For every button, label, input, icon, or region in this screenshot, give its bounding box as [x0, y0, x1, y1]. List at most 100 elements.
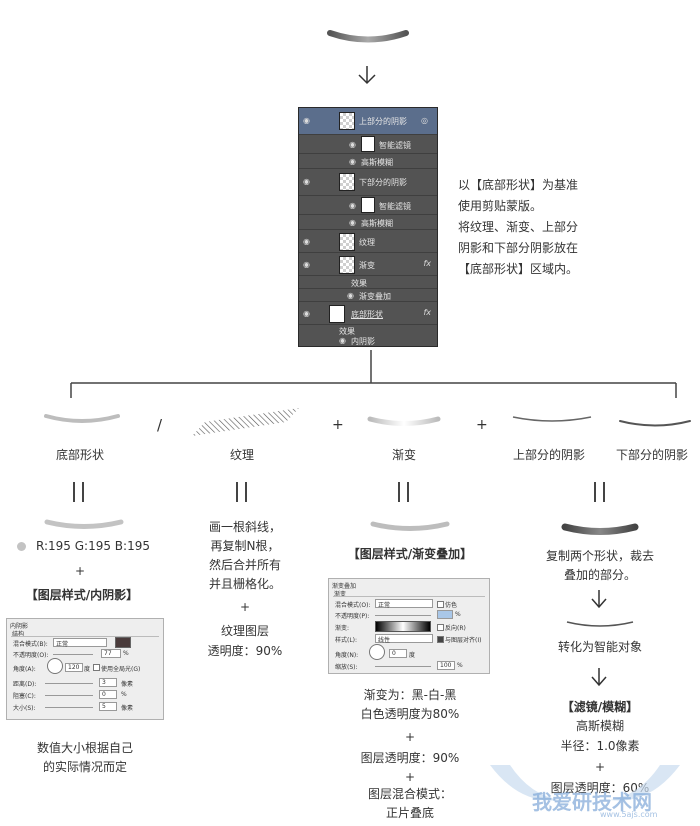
layer-name: 智能滤镜 — [379, 202, 411, 211]
gradient-preview[interactable] — [375, 621, 431, 632]
layer-row-lower-shadow[interactable]: ◉ 下部分的阴影 — [299, 169, 437, 196]
texture-layer-label: 纹理图层 — [220, 624, 269, 638]
watermark-url: www.5ajs.com — [600, 810, 658, 819]
px-unit: 像素 — [121, 705, 134, 712]
eye-icon[interactable]: ◉ — [303, 237, 310, 246]
eye-icon[interactable]: ◉ — [339, 336, 346, 345]
choke-input[interactable]: 0 — [99, 690, 117, 699]
tree-connector — [70, 350, 677, 398]
col3-shape — [370, 521, 450, 531]
blend-mode-value: 正常 — [56, 641, 69, 648]
align-label: 与图层对齐(I) — [445, 637, 482, 644]
shadow-layer-opacity: 图层透明度：60% — [550, 781, 650, 795]
step-line: 然后合并所有 — [208, 558, 281, 572]
distance-input[interactable]: 3 — [99, 678, 117, 687]
layer-row-upper-shadow[interactable]: ◉ 上部分的阴影 ◎ — [299, 108, 437, 135]
angle-input[interactable]: 120 — [65, 663, 83, 672]
blend-mode-select[interactable]: 正常 — [375, 599, 433, 609]
layer-row-effects: 效果 — [299, 276, 437, 289]
layer-row-smart-filter[interactable]: ◉ 智能滤镜 — [299, 196, 437, 215]
eye-icon[interactable]: ◉ — [303, 116, 310, 125]
plus-sign: + — [332, 417, 344, 433]
angle-value: 0 — [392, 650, 396, 657]
layer-thumbnail — [339, 112, 355, 130]
filter-blur-title: 【滤镜/模糊】 — [561, 700, 639, 714]
opacity-slider[interactable] — [53, 654, 93, 655]
section-title: 结构 — [12, 631, 25, 638]
size-input[interactable]: 5 — [99, 702, 117, 711]
plus-sign: + — [239, 600, 251, 614]
eye-icon[interactable]: ◉ — [349, 140, 356, 149]
fx-icon[interactable]: fx — [423, 308, 431, 317]
layer-row-gradient-overlay[interactable]: ◉ 渐变叠加 — [299, 289, 437, 302]
equals-bar — [82, 482, 84, 502]
angle-input[interactable]: 0 — [389, 649, 407, 658]
blend-mode-value: 正常 — [378, 602, 391, 609]
blend-mode-label: 混合模式(B): — [13, 641, 48, 648]
layers-panel: ◉ 上部分的阴影 ◎ ◉ 智能滤镜 ◉ 高斯模糊 ◉ 下部分的阴影 ◉ 智能滤镜… — [298, 107, 438, 347]
opacity-input[interactable] — [437, 610, 453, 619]
shadow-color-picker[interactable] — [115, 637, 131, 648]
scale-input[interactable]: 100 — [437, 661, 455, 670]
note-line: 以【底部形状】为基准 — [458, 178, 579, 192]
percent-unit: % — [121, 691, 127, 698]
opacity-label: 不透明度(P): — [335, 613, 370, 620]
layer-row-texture[interactable]: ◉ 纹理 — [299, 230, 437, 253]
scale-slider[interactable] — [375, 666, 431, 667]
note-line: 将纹理、渐变、上部分 — [458, 220, 579, 234]
inner-shadow-style-title: 【图层样式/内阴影】 — [25, 588, 139, 602]
layer-row-gaussian-blur[interactable]: ◉ 高斯模糊 — [299, 154, 437, 169]
watermark-wings-logo — [490, 765, 680, 801]
fx-icon[interactable]: fx — [423, 259, 431, 268]
layer-name: 渐变叠加 — [359, 292, 391, 301]
plus-sign: + — [404, 730, 416, 744]
angle-dial[interactable] — [47, 658, 63, 674]
eye-icon[interactable]: ◉ — [349, 157, 356, 166]
dither-checkbox[interactable] — [437, 601, 444, 608]
equals-bar — [407, 482, 409, 502]
layer-row-effects: 效果 — [299, 325, 437, 336]
layer-row-base-shape[interactable]: ◉ 底部形状 fx — [299, 302, 437, 325]
eye-icon[interactable]: ◉ — [349, 218, 356, 227]
eye-icon[interactable]: ◉ — [303, 309, 310, 318]
gradient-overlay-dialog: 渐变叠加 渐变 混合模式(O): 正常 仿色 不透明度(P): % 渐变: 反向… — [328, 578, 490, 674]
layer-name: 效果 — [351, 279, 367, 288]
reverse-label: 反向(R) — [445, 625, 466, 632]
eye-icon[interactable]: ◉ — [303, 177, 310, 186]
blend-mode-select[interactable]: 正常 — [53, 638, 107, 648]
eye-icon[interactable]: ◉ — [303, 260, 310, 269]
layer-name: 高斯模糊 — [361, 158, 393, 167]
blend-mode-label: 混合模式(O): — [335, 602, 371, 609]
eye-icon[interactable]: ◉ — [349, 201, 356, 210]
step-line: 并且栅格化。 — [208, 577, 281, 591]
filter-mask-thumbnail — [361, 136, 375, 152]
layer-row-gaussian-blur[interactable]: ◉ 高斯模糊 — [299, 215, 437, 230]
style-select[interactable]: 线性 — [375, 634, 433, 644]
divide-sign: / — [157, 416, 163, 434]
angle-dial[interactable] — [369, 644, 385, 660]
opacity-input[interactable]: 77 — [101, 649, 121, 658]
gradient-layer-opacity: 图层透明度：90% — [360, 751, 460, 765]
size-slider[interactable] — [45, 707, 93, 708]
style-label: 样式(L): — [335, 637, 358, 644]
global-light-checkbox[interactable] — [93, 664, 100, 671]
gradient-overlay-style-title: 【图层样式/渐变叠加】 — [347, 547, 473, 561]
layer-row-smart-filter[interactable]: ◉ 智能滤镜 — [299, 135, 437, 154]
col1-note: 数值大小根据自己 的实际情况而定 — [20, 739, 150, 777]
eye-icon[interactable]: ◉ — [347, 291, 354, 300]
angle-value: 120 — [68, 664, 80, 671]
layer-name: 底部形状 — [351, 310, 383, 319]
note-line: 【底部形状】区域内。 — [458, 262, 579, 276]
choke-slider[interactable] — [45, 695, 93, 696]
layer-row-inner-shadow[interactable]: ◉ 内阴影 — [299, 335, 437, 346]
equals-bar — [603, 482, 605, 502]
arrow-down-icon-col4-1 — [591, 590, 607, 609]
global-light-label: 使用全局光(G) — [101, 666, 141, 673]
distance-slider[interactable] — [45, 683, 93, 684]
align-checkbox[interactable] — [437, 636, 444, 643]
opacity-slider[interactable] — [375, 615, 431, 616]
reverse-checkbox[interactable] — [437, 624, 444, 631]
copy-step-line-1: 复制两个形状，裁去 — [545, 549, 654, 563]
layer-name: 渐变 — [359, 261, 375, 270]
layer-row-gradient[interactable]: ◉ 渐变 fx — [299, 253, 437, 276]
